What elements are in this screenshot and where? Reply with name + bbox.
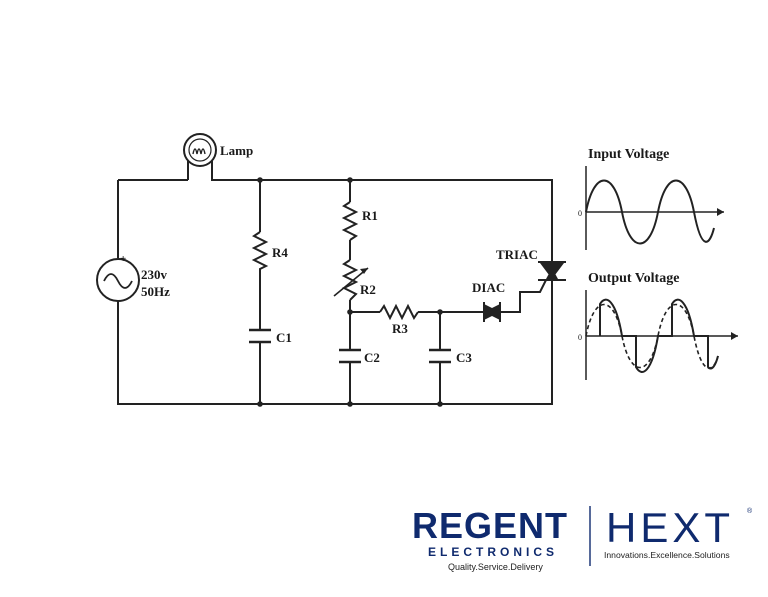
lamp-label: Lamp (220, 143, 253, 158)
junction-dots (257, 177, 443, 407)
regent-logo-sub: ELECTRONICS (428, 545, 558, 559)
regent-hext-logo: REGENT ELECTRONICS Quality.Service.Deliv… (412, 504, 753, 572)
input-voltage-title: Input Voltage (588, 147, 669, 162)
diac-symbol (483, 302, 501, 322)
output-voltage-title: Output Voltage (588, 271, 679, 286)
c1-capacitor (249, 328, 271, 344)
c2-label: C2 (364, 350, 380, 365)
hext-logo-mark: ® (747, 507, 753, 515)
triac-label: TRIAC (496, 247, 538, 262)
regent-logo-name: REGENT (412, 505, 568, 546)
regent-logo-tagline: Quality.Service.Delivery (448, 562, 543, 572)
r4-label: R4 (272, 245, 288, 260)
triac-symbol (538, 261, 566, 281)
ac-source-symbol (96, 258, 140, 302)
hext-logo-name: HEXT (606, 504, 734, 551)
source-frequency-label: 50Hz (141, 284, 170, 299)
c2-capacitor (339, 348, 361, 364)
input-zero-label: 0 (578, 209, 582, 218)
r3-resistor (379, 303, 419, 321)
c3-label: C3 (456, 350, 472, 365)
lamp-symbol (183, 133, 217, 168)
hext-logo-tagline: Innovations.Excellence.Solutions (604, 550, 730, 560)
c3-capacitor (429, 348, 451, 364)
source-voltage-label: 230v (141, 267, 168, 282)
r2-variable-resistor (333, 259, 369, 301)
r4-resistor (251, 231, 269, 275)
diac-label: DIAC (472, 280, 505, 295)
r1-label: R1 (362, 208, 378, 223)
r2-label: R2 (360, 282, 376, 297)
output-voltage-graph (585, 290, 738, 380)
c1-label: C1 (276, 330, 292, 345)
circuit-wires (117, 168, 553, 405)
r3-label: R3 (392, 321, 408, 336)
input-voltage-graph (585, 166, 724, 250)
r1-resistor (341, 201, 359, 241)
source-plus-label: + (120, 253, 126, 265)
output-zero-label: 0 (578, 333, 582, 342)
